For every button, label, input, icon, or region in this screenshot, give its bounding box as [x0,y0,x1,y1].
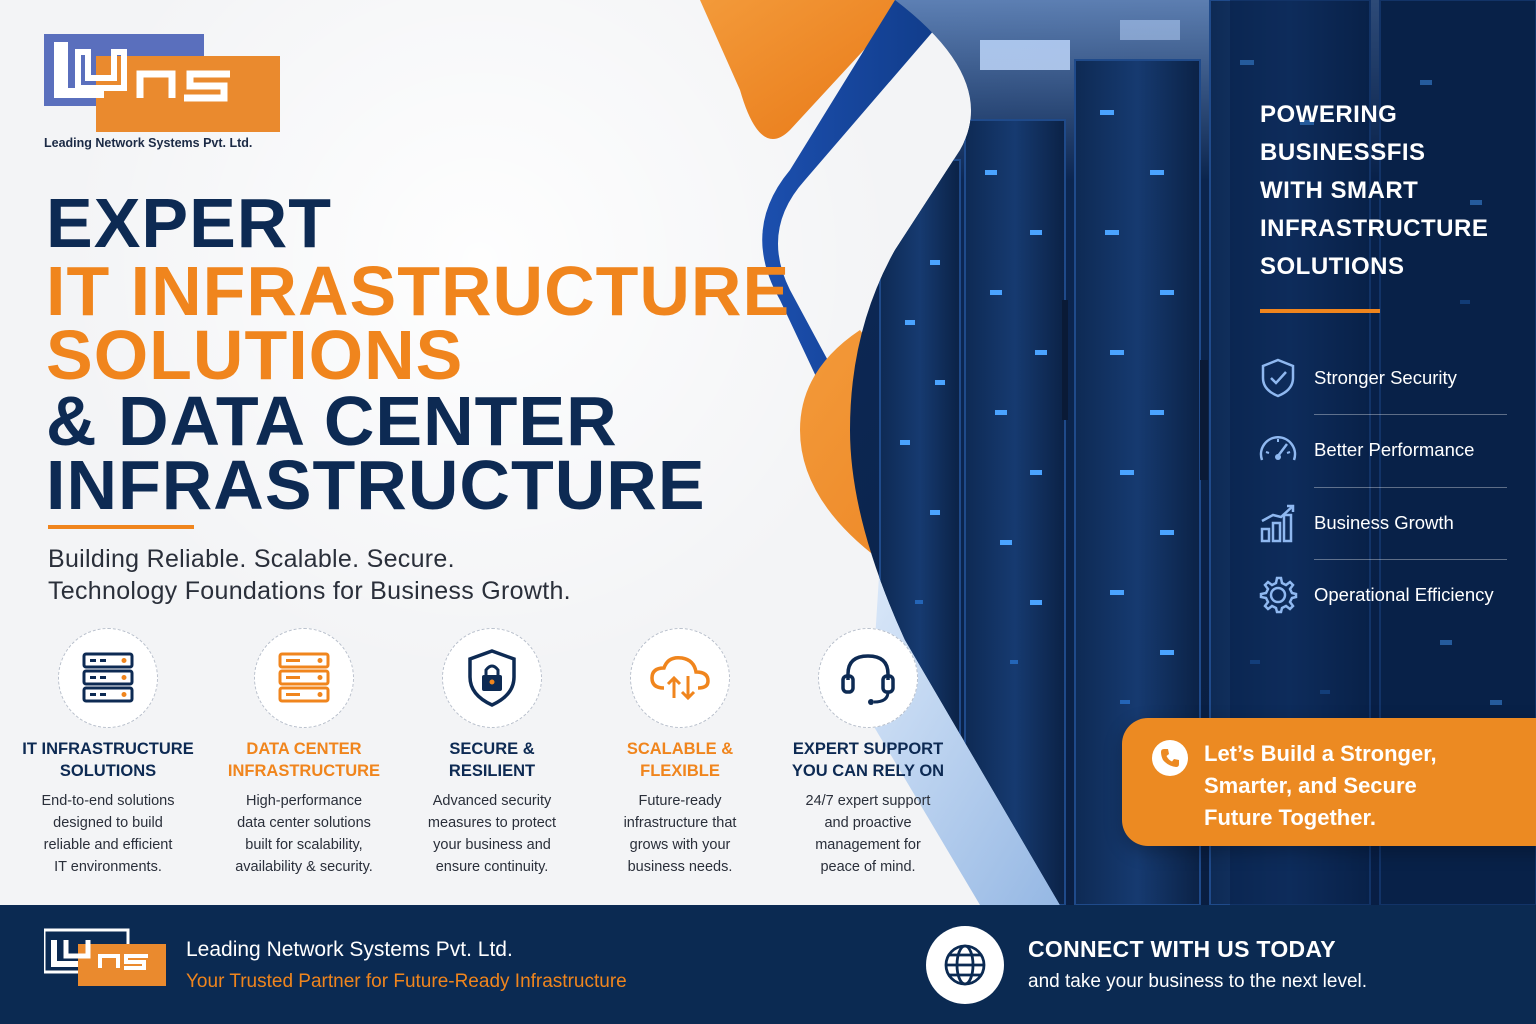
gear-icon [1256,573,1300,617]
footer-company-name: Leading Network Systems Pvt. Ltd. [186,938,513,961]
benefit-item: Operational Efficiency [1256,573,1516,617]
shield-lock-icon [442,628,542,728]
feature-title: EXPERT SUPPORT YOU CAN RELY ON [791,740,945,780]
benefit-label: Better Performance [1314,439,1475,460]
feature-data-center: DATA CENTER INFRASTRUCTURE High-performa… [204,628,404,878]
feature-description: High-performance data center solutions b… [235,793,373,875]
headset-icon [818,628,918,728]
cta-banner[interactable] [1122,718,1536,846]
feature-description: Advanced security measures to protect yo… [427,793,557,875]
benefit-item: Stronger Security [1256,356,1516,400]
footer [0,905,1536,1024]
tagline-line-1: Building Reliable. Scalable. Secure. [48,545,455,573]
headline-line-3: SOLUTIONS [46,316,464,394]
benefit-item: Better Performance [1256,428,1516,472]
headline-divider [48,525,194,529]
speedometer-icon [1256,428,1300,472]
cta-text: Let’s Build a Stronger, Smarter, and Sec… [1204,741,1437,830]
tagline: Building Reliable. Scalable. Secure. Tec… [48,543,571,607]
connect-subtitle: and take your business to the next level… [1028,971,1368,992]
side-heading: POWERING BUSINESSFIS WITH SMART INFRASTR… [1260,101,1489,280]
headline-line-1: EXPERT [46,184,333,262]
feature-description: Future-ready infrastructure that grows w… [623,793,737,875]
feature-support: EXPERT SUPPORT YOU CAN RELY ON 24/7 expe… [768,628,968,878]
headline-line-5: INFRASTRUCTURE [46,446,706,524]
benefit-label: Business Growth [1314,512,1454,533]
benefit-divider [1314,487,1507,488]
logo-caption: Leading Network Systems Pvt. Ltd. [44,136,253,150]
company-logo [44,34,280,132]
bar-chart-icon [1256,501,1300,545]
feature-title: IT INFRASTRUCTURE SOLUTIONS [22,740,194,780]
headline-line-4: & DATA CENTER [46,382,618,460]
cloud-sync-icon [630,628,730,728]
globe-icon[interactable] [926,926,1004,1004]
benefit-divider [1314,414,1507,415]
phone-icon [1152,740,1188,776]
connect-title: CONNECT WITH US TODAY [1028,936,1336,962]
benefit-divider [1314,559,1507,560]
benefit-item: Business Growth [1256,501,1516,545]
feature-description: End-to-end solutions designed to build r… [41,793,175,875]
headline: EXPERT IT INFRASTRUCTURE SOLUTIONS & DAT… [46,184,791,524]
footer-tagline: Your Trusted Partner for Future-Ready In… [186,971,627,992]
headline-line-2: IT INFRASTRUCTURE [46,252,791,330]
data-center-icon [254,628,354,728]
feature-secure: SECURE & RESILIENT Advanced security mea… [392,628,592,878]
feature-scalable: SCALABLE & FLEXIBLE Future-ready infrast… [580,628,780,878]
side-heading-divider [1260,309,1380,313]
shield-check-icon [1256,356,1300,400]
feature-title: DATA CENTER INFRASTRUCTURE [227,740,381,780]
feature-title: SECURE & RESILIENT [448,740,536,780]
benefit-label: Stronger Security [1314,367,1457,388]
feature-description: 24/7 expert support and proactive manage… [805,793,931,875]
feature-title: SCALABLE & FLEXIBLE [626,740,734,780]
benefit-label: Operational Efficiency [1314,584,1494,605]
feature-it-infrastructure: IT INFRASTRUCTURE SOLUTIONS End-to-end s… [8,628,208,878]
tagline-line-2: Technology Foundations for Business Grow… [48,577,571,605]
server-rack-icon [58,628,158,728]
footer-logo [44,928,166,986]
